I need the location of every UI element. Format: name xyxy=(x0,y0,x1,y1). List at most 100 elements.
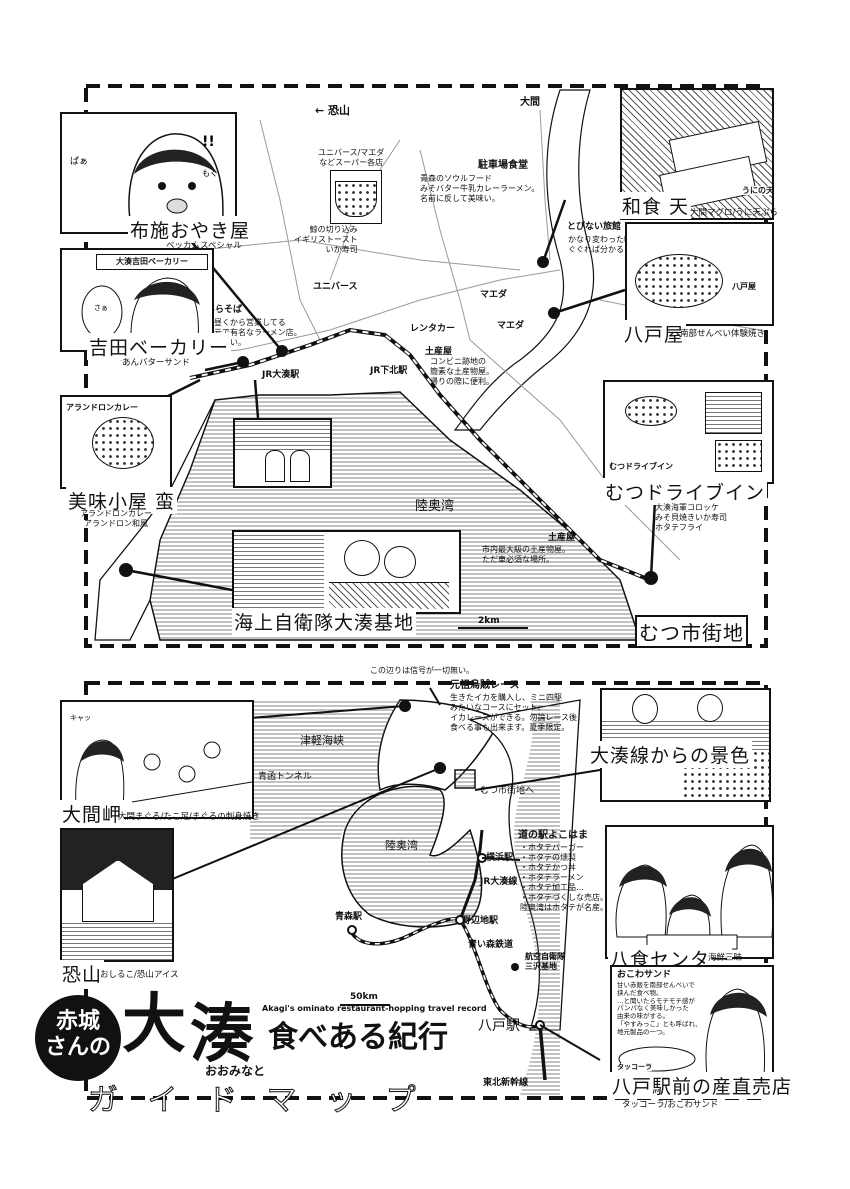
callout-lines-bottom xyxy=(169,687,601,1061)
souvenir2-desc: 市内最大級の土産物屋。 ただ車必須な場所。 xyxy=(482,545,570,564)
title-char-dai: 大 xyxy=(122,988,186,1062)
mutsu-drivein-panel-title: むつドライブイン xyxy=(609,462,673,471)
souvenir2-title: 土産屋 xyxy=(548,533,576,543)
anime-girl-illustration: !! ぱぁ もぐ xyxy=(70,133,224,232)
jmsdf-base-name: 海上自衛隊大湊基地 xyxy=(232,608,417,635)
bakery-sign: 大湊吉田ベーカリー xyxy=(96,254,208,270)
hasshoku-center-panel xyxy=(605,825,774,959)
washoku-ten-panel: うにの天ぷら xyxy=(620,88,774,220)
station-hachinohe: 八戸駅 xyxy=(478,1018,520,1034)
omazaki-panel: キャッ xyxy=(60,700,254,819)
svg-text:ぱぁ: ぱぁ xyxy=(70,156,88,167)
anime-girl-illustration: さぁ xyxy=(81,277,200,350)
fuse-oyaki-sub: ベッカムスペシャル xyxy=(166,241,242,251)
washoku-ten-name: 和食 天 xyxy=(620,192,692,219)
direction-osorezan: ← 恐山 xyxy=(315,104,351,117)
scale-label-bottom: 50km xyxy=(350,992,378,1002)
title-akagi-text: 赤城 さんの xyxy=(44,1009,111,1060)
bay-label-bottom: 陸奥湾 xyxy=(385,839,418,852)
title-guide-map: ガ イ ド マ ッ プ xyxy=(88,1083,426,1119)
station-aomori: 青森駅 xyxy=(335,912,363,922)
takkola-label: タッコーラ xyxy=(617,1063,652,1072)
ika-race-desc: 生きたイカを購入し、ミニ四駆 みたいなコースにセット、 イカレースができる。勿論… xyxy=(450,693,578,732)
osorezan-sub: おしるこ/恐山アイス xyxy=(100,970,179,980)
rentacar-label: レンタカー xyxy=(410,324,456,334)
okowa-sando-title: おこわサンド xyxy=(617,970,672,980)
to-mutsu-label: むつ市街地へ xyxy=(480,786,535,796)
no-signal-note: この辺りは信号が一切無い。 xyxy=(370,666,474,675)
fuse-oyaki-name: 布施おやき屋 xyxy=(128,216,253,243)
aoimori-railway: 青い森鉄道 xyxy=(468,940,514,950)
tobinai-desc: かなり変わった味。 ぐぐれば分かる…。 xyxy=(568,235,640,254)
store-maeda-1: マエダ xyxy=(480,290,508,300)
hachinoheya-panel: 八戸屋 xyxy=(625,222,774,326)
svg-text:さぁ: さぁ xyxy=(94,304,108,312)
svg-text:もぐ: もぐ xyxy=(202,169,218,178)
tohoku-shinkansen: 東北新幹線 xyxy=(483,1078,529,1088)
parking-cafeteria-desc: 青森のソウルフード みそバター牛乳カレーラーメン。 名前に反して美味い。 xyxy=(420,174,540,203)
svg-text:!!: !! xyxy=(202,134,215,150)
top-map-frame xyxy=(84,84,768,648)
mutsu-bay-bottom xyxy=(341,785,483,928)
jmsdf-base-panel xyxy=(232,530,461,614)
michinoeki-title: 道の駅よこはま xyxy=(518,830,588,841)
hachinoheya-sub: 南部せんべい体験焼き xyxy=(680,329,766,339)
fuse-oyaki-panel: !! ぱぁ もぐ xyxy=(60,112,237,234)
parking-cafeteria-title: 駐車場食堂 xyxy=(478,160,528,171)
tsugaru-strait xyxy=(250,700,400,840)
scale-label-top: 2km xyxy=(478,616,500,626)
michinoeki-items: ・ホタテバーガー ・ホタテの燻製 ・ホタテかつ丼 ・ホタテラーメン ・ホタテ加工… xyxy=(520,843,608,912)
direction-oma: 大間 xyxy=(520,97,540,108)
ominato-station-photo xyxy=(233,418,332,488)
bimi-koya-panel: アランドロンカレー xyxy=(60,395,172,489)
bimi-koya-sub: アランドロンカレー アランドロン和風 xyxy=(80,509,152,528)
bay-label-top: 陸奥湾 xyxy=(415,499,455,514)
hachinoheya-name: 八戸屋 xyxy=(622,320,687,347)
bimi-panel-title: アランドロンカレー xyxy=(66,403,138,412)
hachinohe-shop-sub: タッコーラ/おこわサンド xyxy=(622,1100,719,1110)
okowa-sando-desc: 甘い赤飯を南部せんべいで 挟んだ食べ物。 …と聞いたらモチモチ感が パンパなく美… xyxy=(617,981,702,1036)
mutsu-drivein-sub: 大湊海軍コロッケ みそ貝焼きいか寿司 ホタテフライ xyxy=(655,503,727,532)
jr-ominato-line: JR大湊線 xyxy=(480,877,518,887)
callout-lines-top xyxy=(125,199,657,592)
title-tabearuki: 食べある紀行 xyxy=(268,1020,448,1055)
ika-race-title: 元祖烏賊レース xyxy=(450,680,520,691)
hachinohe-shop-name: 八戸駅前の産直売店 xyxy=(610,1072,795,1099)
station-jr-shimokita: JR下北駅 xyxy=(370,366,408,376)
title-akagi-badge: 赤城 さんの xyxy=(35,995,121,1081)
station-noheji: 野辺地駅 xyxy=(462,916,499,926)
supermarket-photo xyxy=(330,170,382,224)
anime-girl-illustration xyxy=(618,988,767,1077)
svg-text:キャッ: キャッ xyxy=(70,714,91,722)
bimi-koya-name: 美味小屋 蛮 xyxy=(66,487,178,514)
misawa-base: 航空自衛隊 三沢基地 xyxy=(525,952,565,971)
osorezan-panel xyxy=(60,828,174,962)
supermarket-items: 鯨の切り込み イギリストースト いか寿司 xyxy=(294,225,358,254)
station-jr-ominato: JR大湊駅 xyxy=(262,370,300,380)
hachinoheya-panel-title: 八戸屋 xyxy=(732,282,756,291)
mutsu-city-name: むつ市街地 xyxy=(635,615,748,648)
hachinohe-shop-panel: おこわサンド 甘い赤飯を南部せんべいで 挟んだ食べ物。 …と聞いたらモチモチ感が… xyxy=(610,965,774,1079)
omazaki-name: 大間岬 xyxy=(60,800,125,827)
anime-girls-illustration: キャッ xyxy=(70,714,252,817)
title-english: Akagi's ominato restaurant-hopping trave… xyxy=(262,1004,487,1013)
store-universe: ユニバース xyxy=(313,282,358,292)
river xyxy=(453,89,595,431)
seikan-tunnel-label: 青函トンネル xyxy=(258,772,312,782)
washoku-ten-sub: 大間マグロ/うに天ぷら xyxy=(690,208,778,218)
store-maeda-2: マエダ xyxy=(497,321,525,331)
souvenir1-title: 土産屋 xyxy=(425,347,453,357)
tsugaru-strait-label: 津軽海峡 xyxy=(300,734,344,747)
tobinai-title: とびない旅館 xyxy=(567,222,622,232)
anime-girls-illustration xyxy=(615,844,772,950)
osorezan-name: 恐山 xyxy=(60,960,105,987)
station-yokohama: 横浜駅 xyxy=(486,853,514,863)
arasoba-title: あらそば xyxy=(206,305,243,315)
omazaki-sub: 大間まぐろ/たこ足/まぐろの刺身焼き xyxy=(118,812,260,822)
uni-tempura-label: うにの天ぷら xyxy=(742,186,772,196)
pacific xyxy=(514,700,560,1095)
mutsu-drivein-panel: むつドライブイン xyxy=(603,380,774,484)
mutsu-drivein-name: むつドライブイン xyxy=(603,478,768,505)
yoshida-bakery-name: 吉田ベーカリー xyxy=(87,333,232,360)
supermarket-note: ユニバース/マエダ などスーパー各店 xyxy=(318,148,385,167)
